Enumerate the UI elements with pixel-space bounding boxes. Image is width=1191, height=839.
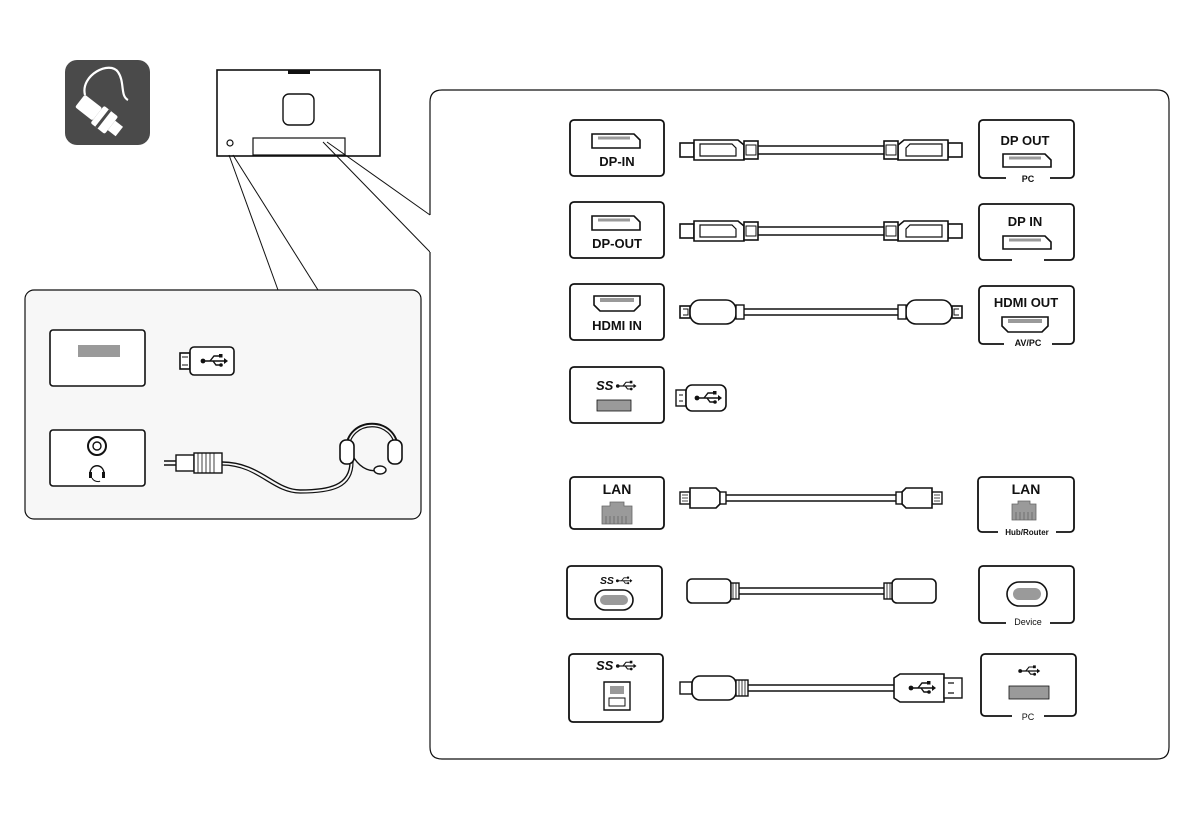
hdmi-in-label: HDMI IN: [592, 318, 642, 333]
dp-in-device-label: DP IN: [1008, 214, 1042, 229]
dp-in-device-box: [979, 204, 1074, 260]
usb-c-device-sub: Device: [1014, 617, 1042, 627]
hdmi-out-sub: AV/PC: [1015, 338, 1042, 348]
dp-out-sub: PC: [1022, 174, 1035, 184]
dp-out-port-label: DP-OUT: [592, 236, 642, 251]
monitor-back-panel: [217, 70, 380, 156]
dp-in-label: DP-IN: [599, 154, 634, 169]
dp-out-device-box: [979, 120, 1074, 178]
lan-device-sub: Hub/Router: [1005, 528, 1049, 537]
usb-pc-device-box: [981, 654, 1076, 716]
dp-out-label: DP OUT: [1001, 133, 1050, 148]
lan-port-icon: [1012, 501, 1036, 520]
usb-b-port-icon: [604, 682, 630, 710]
lan-device-label: LAN: [1012, 481, 1041, 497]
usb-ss-port-box: [570, 367, 664, 423]
usb-a-port-box: [50, 330, 145, 386]
hdmi-out-label: HDMI OUT: [994, 295, 1058, 310]
callout-lines: [229, 142, 430, 290]
left-detail-panel: [25, 290, 421, 519]
lan-label: LAN: [603, 481, 632, 497]
cable-connection-icon: [65, 60, 150, 145]
usb-pc-sub: PC: [1022, 712, 1035, 722]
